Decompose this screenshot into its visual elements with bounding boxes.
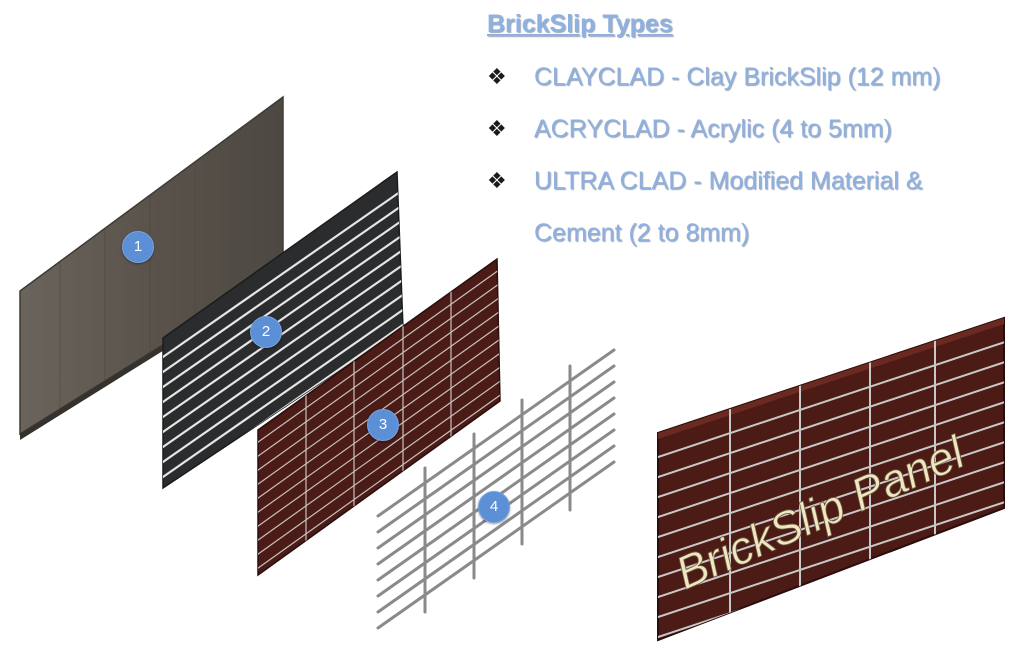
type-label: ULTRA CLAD - Modified Material &: [534, 167, 923, 195]
layer-3-badge: 3: [367, 409, 399, 441]
type-label: ACRYCLAD - Acrylic (4 to 5mm): [534, 115, 892, 143]
diamond-bullet-icon: ❖: [487, 64, 507, 89]
layer-2-badge: 2: [250, 316, 282, 348]
layer-1-badge: 1: [122, 231, 154, 263]
type-label-continued: Cement (2 to 8mm): [534, 219, 750, 247]
layer-2-dark-board: [162, 170, 404, 490]
diamond-bullet-icon: ❖: [487, 116, 507, 141]
type-item-ultraclad: ❖ ULTRA CLAD - Modified Material & Cemen…: [487, 155, 1017, 259]
diamond-bullet-icon: ❖: [487, 168, 507, 193]
type-label: CLAYCLAD - Clay BrickSlip (12 mm): [534, 63, 941, 91]
brickslip-types-section: BrickSlip Types ❖ CLAYCLAD - Clay BrickS…: [487, 6, 1017, 259]
type-item-clayclad: ❖ CLAYCLAD - Clay BrickSlip (12 mm): [487, 51, 1017, 103]
section-heading: BrickSlip Types: [487, 10, 673, 38]
layer-4-badge: 4: [478, 491, 510, 523]
assembled-brickslip-panel: BrickSlip Panel: [657, 316, 1005, 642]
type-item-acryclad: ❖ ACRYCLAD - Acrylic (4 to 5mm): [487, 103, 1017, 155]
